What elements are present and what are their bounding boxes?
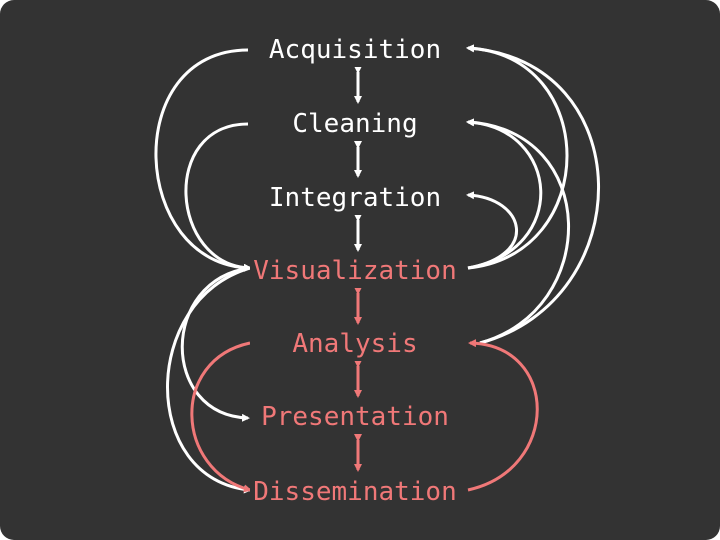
loop-acq-to-vis — [154, 48, 252, 272]
stage-acquisition: Acquisition — [250, 33, 460, 67]
left-loop-arrows — [154, 48, 252, 494]
loop-vis-to-acq — [466, 44, 569, 270]
stage-analysis: Analysis — [250, 327, 460, 361]
loop-ana-to-acq — [466, 44, 600, 345]
stage-dissemination: Dissemination — [250, 475, 460, 509]
right-loop-arrows — [466, 44, 600, 492]
stage-presentation: Presentation — [250, 400, 460, 434]
stage-integration: Integration — [250, 181, 460, 215]
stage-visualization: Visualization — [250, 254, 460, 288]
loop-cln-to-vis — [184, 122, 252, 272]
loop-vis-to-dis — [166, 266, 252, 494]
loop-dis-to-ana — [467, 339, 539, 492]
stage-cleaning: Cleaning — [250, 107, 460, 141]
loop-ana-to-dis — [190, 341, 252, 493]
loop-ana-to-cln — [466, 118, 570, 345]
loop-vis-to-int — [466, 191, 518, 270]
loop-vis-to-pre — [180, 266, 251, 422]
